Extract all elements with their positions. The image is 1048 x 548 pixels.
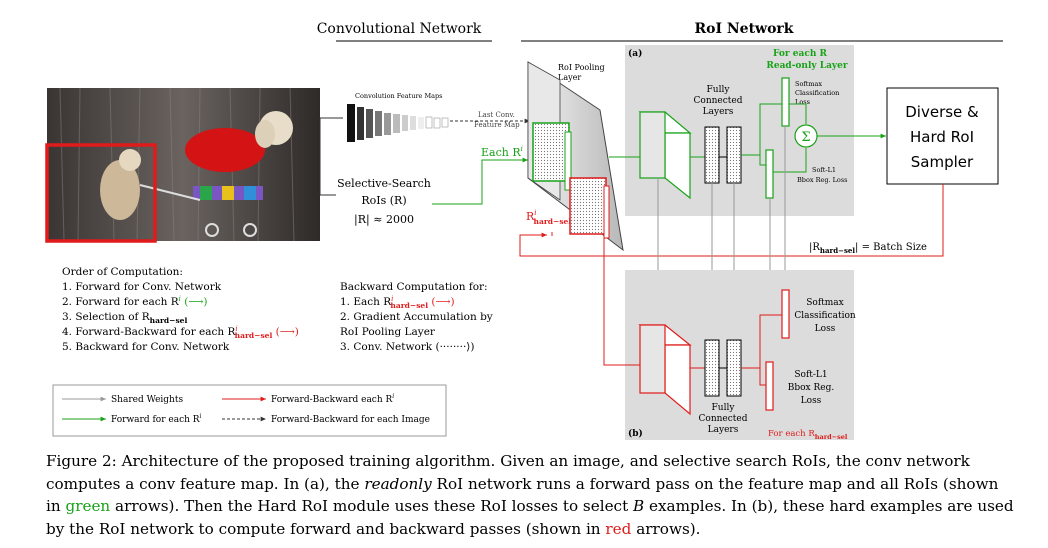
- svg-text:|R| ≈ 2000: |R| ≈ 2000: [354, 213, 414, 227]
- svg-text:Softmax: Softmax: [795, 80, 822, 88]
- svg-text:RoI Pooling Layer: RoI Pooling Layer: [340, 326, 436, 338]
- svg-text:Layers: Layers: [708, 425, 739, 435]
- figure-caption: Figure 2: Architecture of the proposed t…: [46, 452, 1014, 538]
- svg-text:Fully: Fully: [707, 85, 731, 95]
- image-to-selective-line: [319, 150, 336, 196]
- svg-text:(a): (a): [628, 48, 642, 59]
- svg-text:Connected: Connected: [694, 96, 743, 106]
- svg-text:2. Gradient Accumulation by: 2. Gradient Accumulation by: [340, 311, 493, 323]
- image-to-conv-arrow: [319, 117, 343, 150]
- conv-network-title: Convolutional Network: [317, 21, 482, 37]
- each-r-feature: [532, 122, 570, 182]
- svg-text:Loss: Loss: [815, 324, 836, 334]
- svg-text:Fully: Fully: [712, 403, 736, 413]
- dog-body: [185, 128, 265, 172]
- cat: [100, 160, 140, 220]
- sampler-feedback-red: [519, 184, 944, 257]
- svg-text:Shared Weights: Shared Weights: [111, 395, 183, 405]
- fc-layer-a1: [704, 126, 720, 184]
- svg-text:Σ: Σ: [801, 130, 810, 145]
- fc-layer-b1: [704, 339, 720, 397]
- svg-text:(b): (b): [628, 428, 643, 439]
- svg-text:1. Forward for Conv. Network: 1. Forward for Conv. Network: [62, 281, 222, 293]
- svg-text:Diverse &: Diverse &: [905, 103, 979, 121]
- selected-roi-box: [45, 143, 157, 243]
- selective-to-each-r-green: [432, 157, 528, 205]
- fc-layer-b2: [726, 339, 742, 397]
- svg-text:Selective-Search: Selective-Search: [337, 177, 431, 190]
- for-each-rhard-label: For each Rhard−sel: [768, 429, 848, 441]
- svg-text:Classification: Classification: [794, 311, 856, 321]
- hard-roi-sampler-box: [886, 87, 999, 185]
- fc-layer-a2: [726, 126, 742, 184]
- svg-text:Last Conv.: Last Conv.: [478, 111, 515, 119]
- svg-text:Backward Computation for:: Backward Computation for:: [340, 281, 488, 293]
- svg-text:2. Forward for each Ri (⟶): 2. Forward for each Ri (⟶): [62, 295, 208, 308]
- svg-text:Forward for each Ri: Forward for each Ri: [111, 413, 202, 425]
- svg-text:Connected: Connected: [699, 414, 748, 424]
- pooled-feature-b: [639, 324, 666, 394]
- svg-text:Softmax: Softmax: [806, 298, 844, 308]
- svg-text:RoIs (R): RoIs (R): [361, 194, 406, 207]
- input-photo: [45, 87, 320, 243]
- svg-text:Hard RoI: Hard RoI: [910, 128, 974, 146]
- svg-text:4. Forward-Backward for each: 4. Forward-Backward for each Rihard−sel …: [62, 325, 299, 340]
- softmax-layer-a: [781, 77, 790, 127]
- svg-text:Forward-Backward each Ri: Forward-Backward each Ri: [271, 393, 394, 405]
- svg-text:Layer: Layer: [558, 73, 581, 82]
- svg-text:Loss: Loss: [795, 98, 810, 106]
- each-r-label: Each Ri: [481, 145, 523, 159]
- svg-text:Order of Computation:: Order of Computation:: [62, 266, 183, 278]
- softl1-layer-a: [765, 149, 774, 199]
- for-each-r-label: For each R: [773, 49, 827, 59]
- svg-text:RoI Pooling: RoI Pooling: [558, 63, 605, 72]
- svg-text:Forward-Backward for each Imag: Forward-Backward for each Image: [271, 415, 430, 425]
- svg-text:Convolution Feature Maps: Convolution Feature Maps: [355, 92, 443, 100]
- pool-to-b-red: [603, 238, 650, 368]
- order-of-computation: Order of Computation: 1. Forward for Con…: [62, 266, 299, 353]
- svg-text:Bbox Reg.: Bbox Reg.: [788, 383, 835, 393]
- svg-text:3. Selection of Rhard−sel: 3. Selection of Rhard−sel: [62, 311, 187, 325]
- svg-text:Soft-L1: Soft-L1: [794, 370, 827, 380]
- svg-text:Layers: Layers: [703, 107, 734, 117]
- svg-text:Sampler: Sampler: [911, 153, 974, 171]
- softl1-layer-b: [765, 361, 774, 411]
- svg-text:Loss: Loss: [801, 396, 822, 406]
- svg-text:Soft-L1: Soft-L1: [812, 166, 836, 174]
- softmax-layer-b: [781, 289, 790, 339]
- svg-text:Classification: Classification: [795, 89, 839, 97]
- architecture-figure: Convolutional Network RoI Network Convol…: [45, 21, 1003, 441]
- svg-text:Read-only Layer: Read-only Layer: [766, 61, 848, 71]
- roi-network-title: RoI Network: [694, 21, 793, 37]
- pooled-feature-a: [639, 111, 666, 179]
- hard-sel-feature: [569, 177, 607, 235]
- svg-text:3. Conv. Network (········⟩): 3. Conv. Network (········⟩): [340, 341, 475, 353]
- batch-size-label: |Rhard−sel| = Batch Size: [809, 242, 927, 255]
- svg-text:Feature Map: Feature Map: [474, 121, 520, 129]
- svg-text:Bbox Reg. Loss: Bbox Reg. Loss: [797, 176, 848, 184]
- legend: Shared Weights Forward for each Ri Forwa…: [52, 384, 447, 437]
- conv-feature-maps: Convolution Feature Maps: [347, 92, 449, 142]
- svg-text:5. Backward for Conv. Network: 5. Backward for Conv. Network: [62, 341, 230, 353]
